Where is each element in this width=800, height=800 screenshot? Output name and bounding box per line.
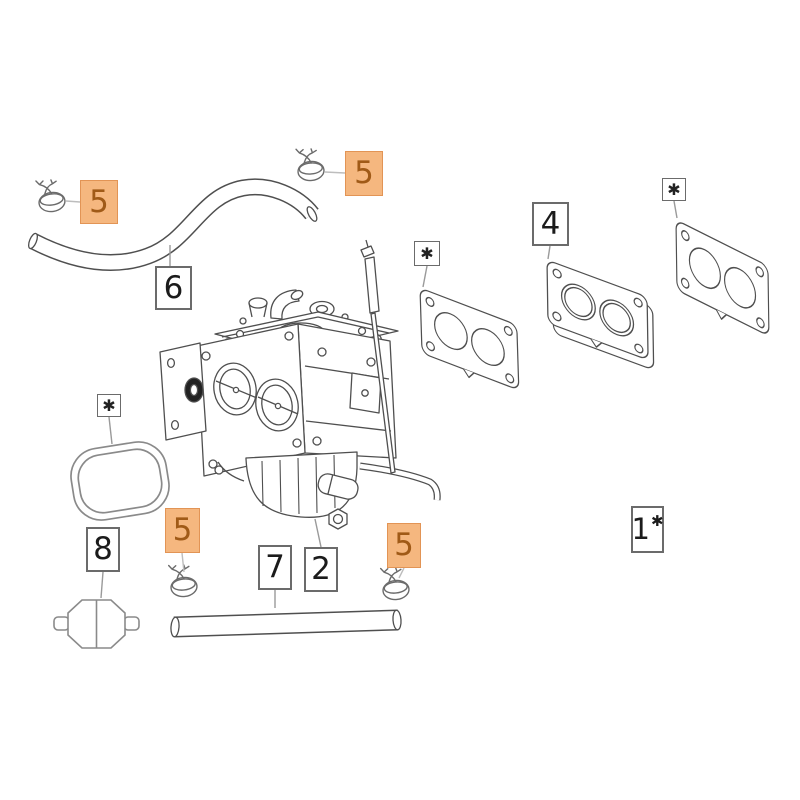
asterisk-icon: ✱ — [102, 395, 116, 415]
callout-hose-6[interactable]: 6 — [155, 266, 192, 310]
asterisk-icon: ✱ — [650, 512, 664, 530]
callout-kit-1-asterisk[interactable]: 1 ✱ — [631, 506, 664, 553]
callout-label: 4 — [540, 205, 561, 242]
carburetor-gasket-rear — [675, 219, 770, 344]
upper-fuel-hose — [28, 178, 319, 272]
callout-clamp-5-bottom-right[interactable]: 5 — [387, 523, 421, 568]
callout-label: 8 — [93, 531, 113, 567]
callout-spacer-4[interactable]: 4 — [532, 202, 569, 246]
carburetor-gasket-front — [419, 287, 520, 398]
callout-label: 1 — [631, 512, 650, 546]
hose-clamp-top-center — [295, 146, 326, 183]
callout-clamp-5-top-center[interactable]: 5 — [345, 151, 383, 196]
leader-lines — [65, 171, 678, 608]
callout-label: 5 — [89, 183, 109, 220]
callout-label: 5 — [354, 155, 374, 191]
callout-filter-8[interactable]: 8 — [86, 527, 120, 572]
callout-seal-asterisk[interactable]: ✱ — [97, 394, 121, 417]
insulator-spacer — [546, 259, 655, 371]
callout-label: 7 — [265, 549, 285, 585]
asterisk-icon: ✱ — [420, 243, 434, 263]
hose-clamp-top-left — [35, 176, 67, 214]
callout-hose-7[interactable]: 7 — [258, 545, 292, 590]
callout-clamp-5-bottom-left[interactable]: 5 — [165, 508, 200, 553]
callout-label: 5 — [394, 527, 414, 563]
oval-seal-ring — [70, 441, 170, 521]
callout-label: 2 — [311, 551, 331, 587]
fuel-filter — [53, 599, 140, 649]
lower-fuel-hose — [170, 609, 402, 638]
hose-clamp-bottom-right — [379, 565, 411, 602]
callout-carburetor-2[interactable]: 2 — [304, 547, 338, 592]
callout-label: 6 — [163, 269, 184, 306]
carburetor — [159, 239, 441, 530]
callout-clamp-5-top-left[interactable]: 5 — [80, 180, 118, 224]
callout-label: 5 — [172, 512, 193, 548]
callout-gasket-asterisk-left[interactable]: ✱ — [414, 241, 440, 266]
callout-gasket-asterisk-right[interactable]: ✱ — [662, 178, 686, 201]
asterisk-icon: ✱ — [667, 179, 681, 199]
